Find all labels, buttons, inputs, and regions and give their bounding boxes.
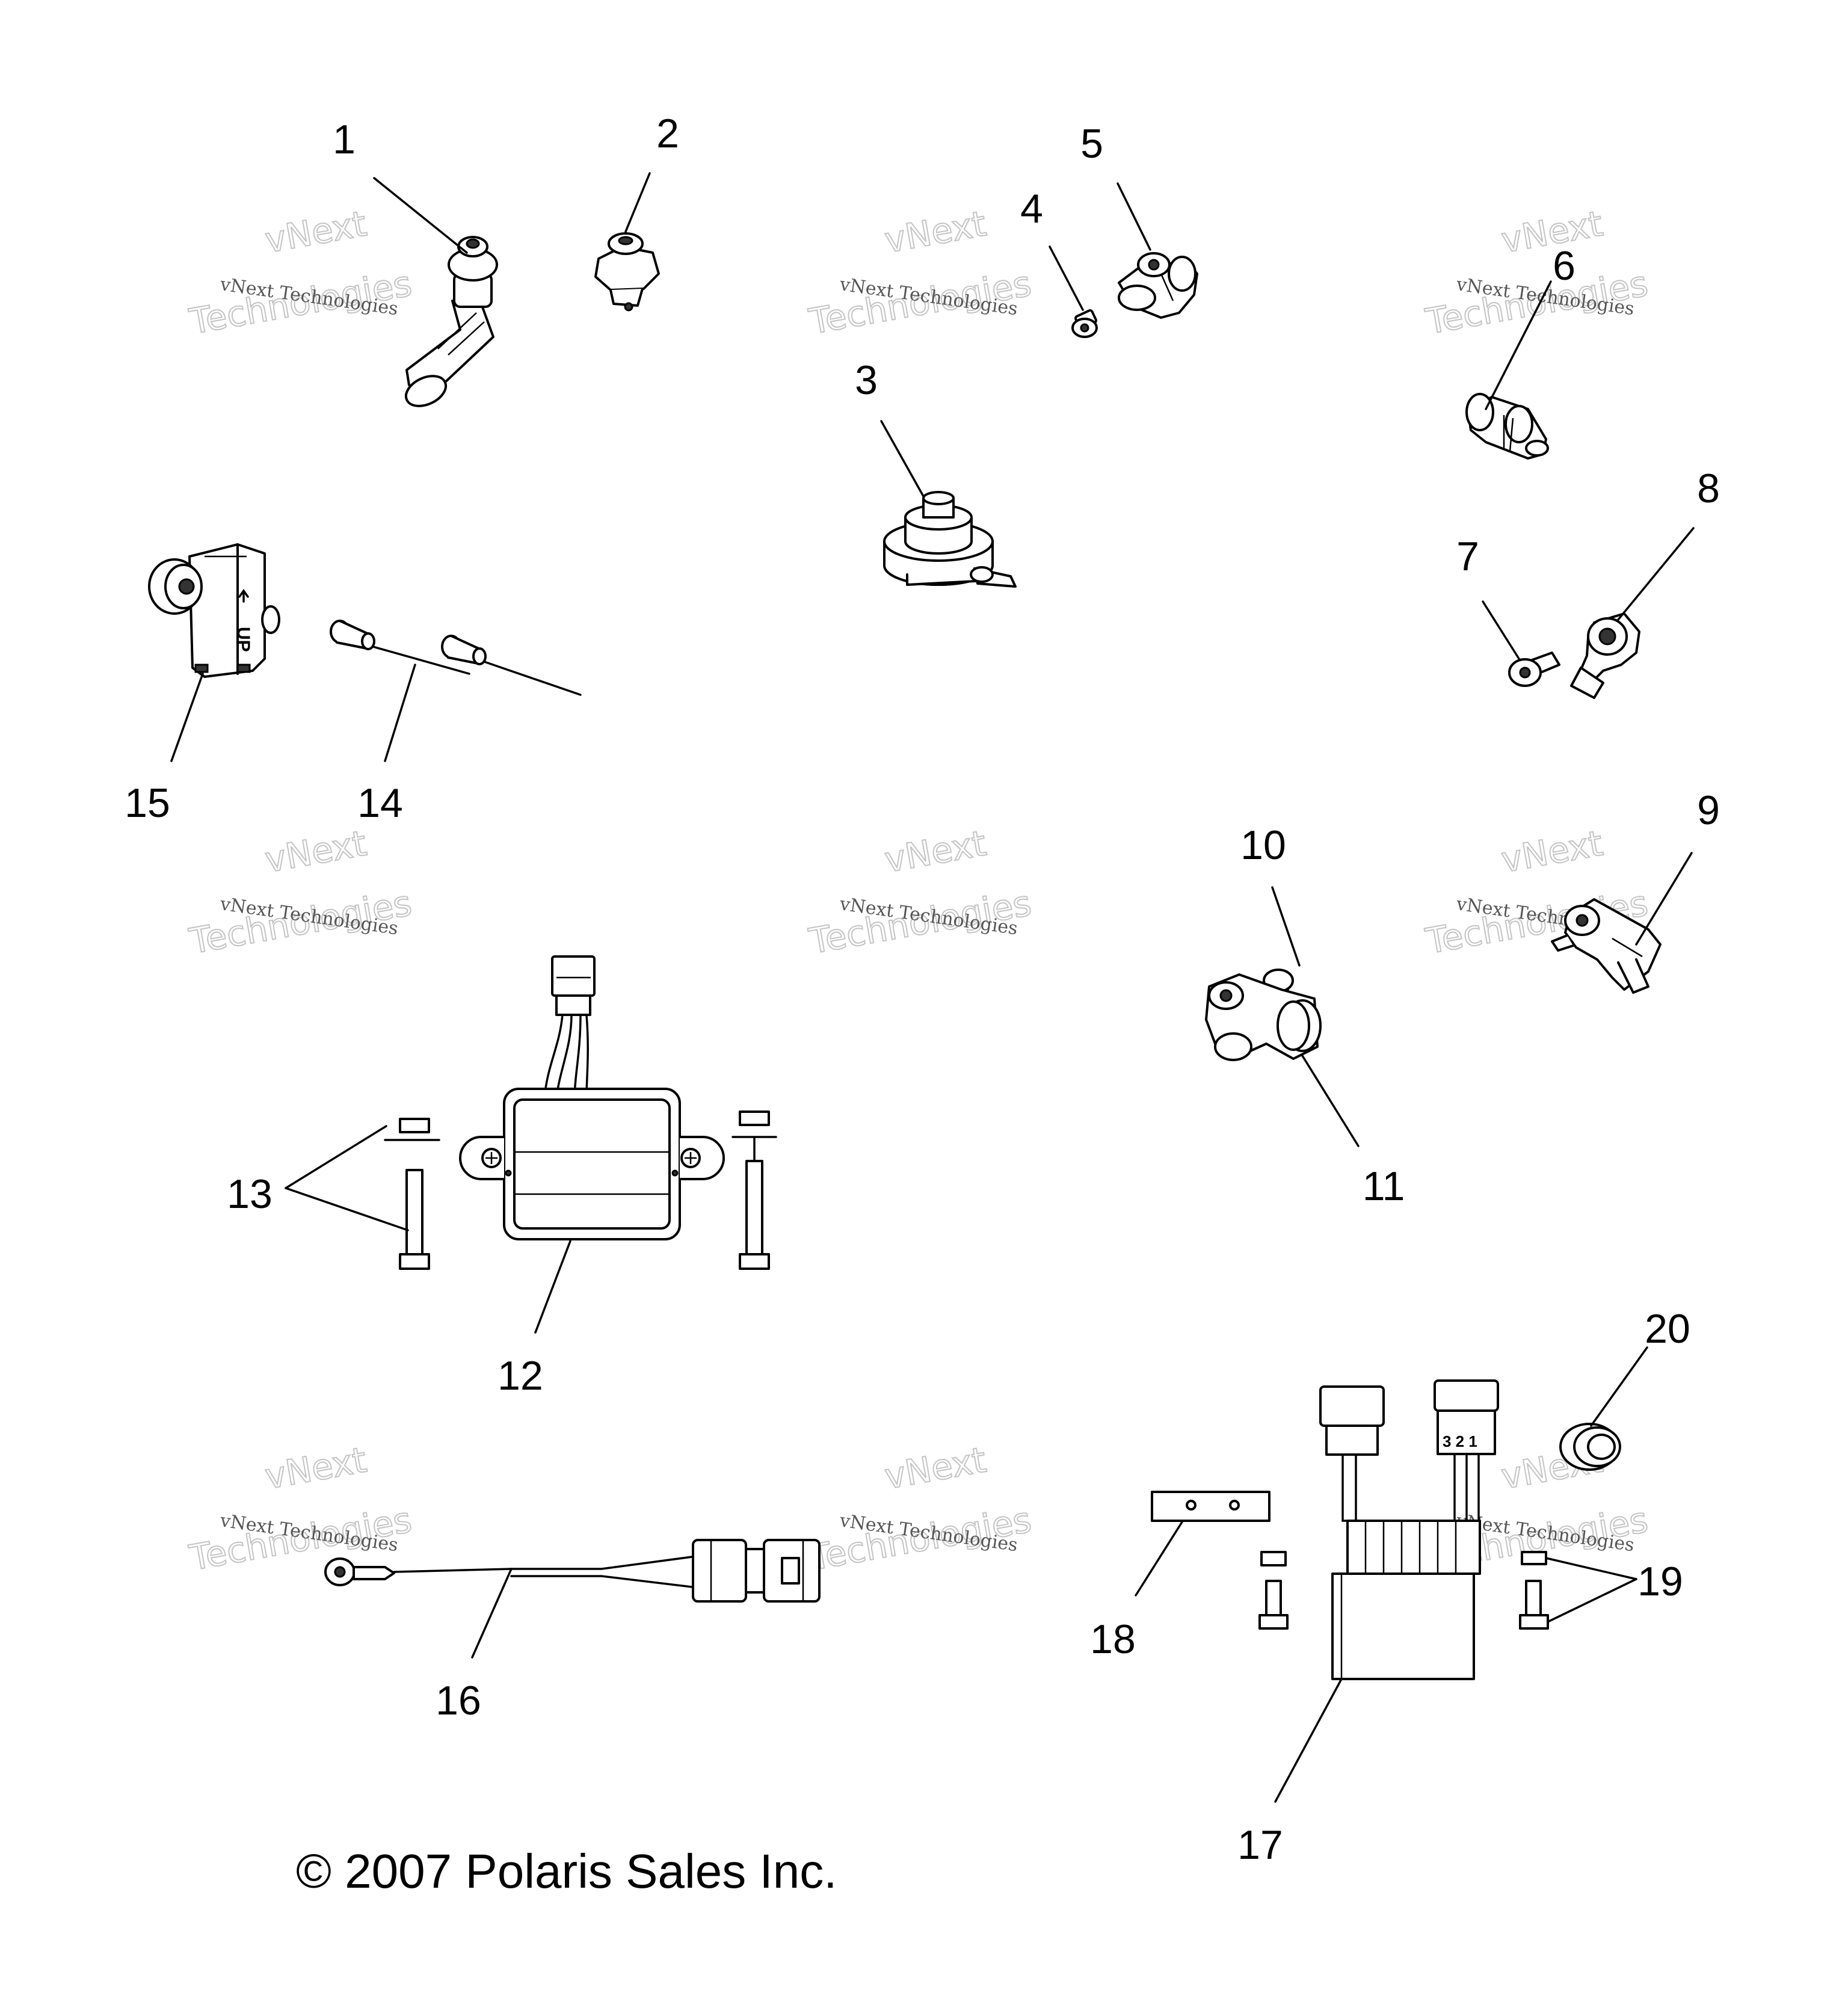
part-4-screw	[1071, 309, 1098, 338]
svg-text:vNext: vNext	[262, 822, 370, 880]
callout-4: 4	[1020, 186, 1043, 232]
watermark: vNext Technologies vNext Technologies	[186, 1438, 416, 1579]
callout-12: 12	[497, 1353, 543, 1399]
part-5-cam-sensor	[1118, 252, 1198, 319]
callout-13: 13	[227, 1171, 273, 1217]
callout-11: 11	[1363, 1163, 1405, 1209]
part-7-bolt	[1508, 651, 1560, 687]
callout-15: 15	[125, 780, 170, 826]
part-6-sensor	[1465, 393, 1549, 460]
callout-5: 5	[1080, 121, 1103, 167]
callout-16: 16	[436, 1678, 481, 1723]
svg-text:vNext: vNext	[882, 1439, 990, 1497]
callout-9: 9	[1697, 787, 1720, 833]
callout-18: 18	[1090, 1616, 1136, 1662]
watermark-group: vNext Technologies vNext Technologies vN…	[186, 202, 1652, 1579]
part-3-fuel-pressure-regulator	[883, 491, 1017, 588]
callout-6: 6	[1553, 243, 1575, 289]
svg-text:vNext: vNext	[262, 203, 370, 260]
callout-labels: 1 2 3 4 5 6 7 8 9 10 11 12 13 14 15 16 1…	[125, 111, 1720, 1868]
watermark: vNext Technologies vNext Technologies	[805, 822, 1035, 963]
part-12-module	[459, 955, 725, 1240]
callout-2: 2	[656, 111, 679, 156]
callout-1: 1	[333, 117, 356, 162]
callout-3: 3	[855, 357, 878, 403]
part-1-temperature-sender	[404, 236, 498, 407]
part-20-grommet	[1559, 1423, 1621, 1471]
pin-labels: 3 2 1	[1443, 1432, 1477, 1450]
part-11-crank-sensor	[1205, 973, 1322, 1061]
callout-10: 10	[1240, 822, 1286, 868]
part-19-bolts	[1258, 1551, 1549, 1630]
callout-20: 20	[1645, 1306, 1690, 1352]
svg-text:vNext: vNext	[882, 822, 990, 880]
part-16-harness	[324, 1539, 821, 1603]
part-17-relay-module: 3 2 1	[1319, 1379, 1499, 1680]
part-2-pressure-switch	[594, 232, 660, 312]
callout-8: 8	[1697, 466, 1720, 511]
leader-lines	[170, 172, 1695, 1803]
watermark: vNext Technologies vNext Technologies	[805, 202, 1035, 343]
part-13-bolts	[384, 1110, 777, 1270]
svg-text:vNext: vNext	[1498, 822, 1606, 880]
watermark: vNext Technologies vNext Technologies	[805, 1438, 1035, 1579]
part-14-wire-connectors	[330, 620, 582, 696]
copyright-text: © 2007 Polaris Sales Inc.	[296, 1844, 837, 1898]
callout-7: 7	[1456, 534, 1479, 579]
watermark: vNext Technologies vNext Technologies	[1422, 202, 1652, 343]
watermark: vNext Technologies vNext Technologies	[186, 202, 416, 343]
callout-19: 19	[1637, 1559, 1683, 1604]
part-8-knock-sensor	[1570, 612, 1640, 699]
part-18-bracket	[1151, 1491, 1270, 1522]
part-9-map-sensor	[1551, 898, 1662, 994]
callout-17: 17	[1237, 1822, 1283, 1868]
svg-text:vNext: vNext	[1498, 203, 1606, 260]
svg-text:vNext: vNext	[262, 1439, 370, 1497]
part-15-tip-sensor: UP	[148, 543, 280, 678]
watermark: vNext Technologies vNext Technologies	[186, 822, 416, 963]
up-label: UP	[233, 627, 253, 652]
callout-14: 14	[357, 780, 403, 826]
svg-text:vNext: vNext	[882, 203, 990, 260]
